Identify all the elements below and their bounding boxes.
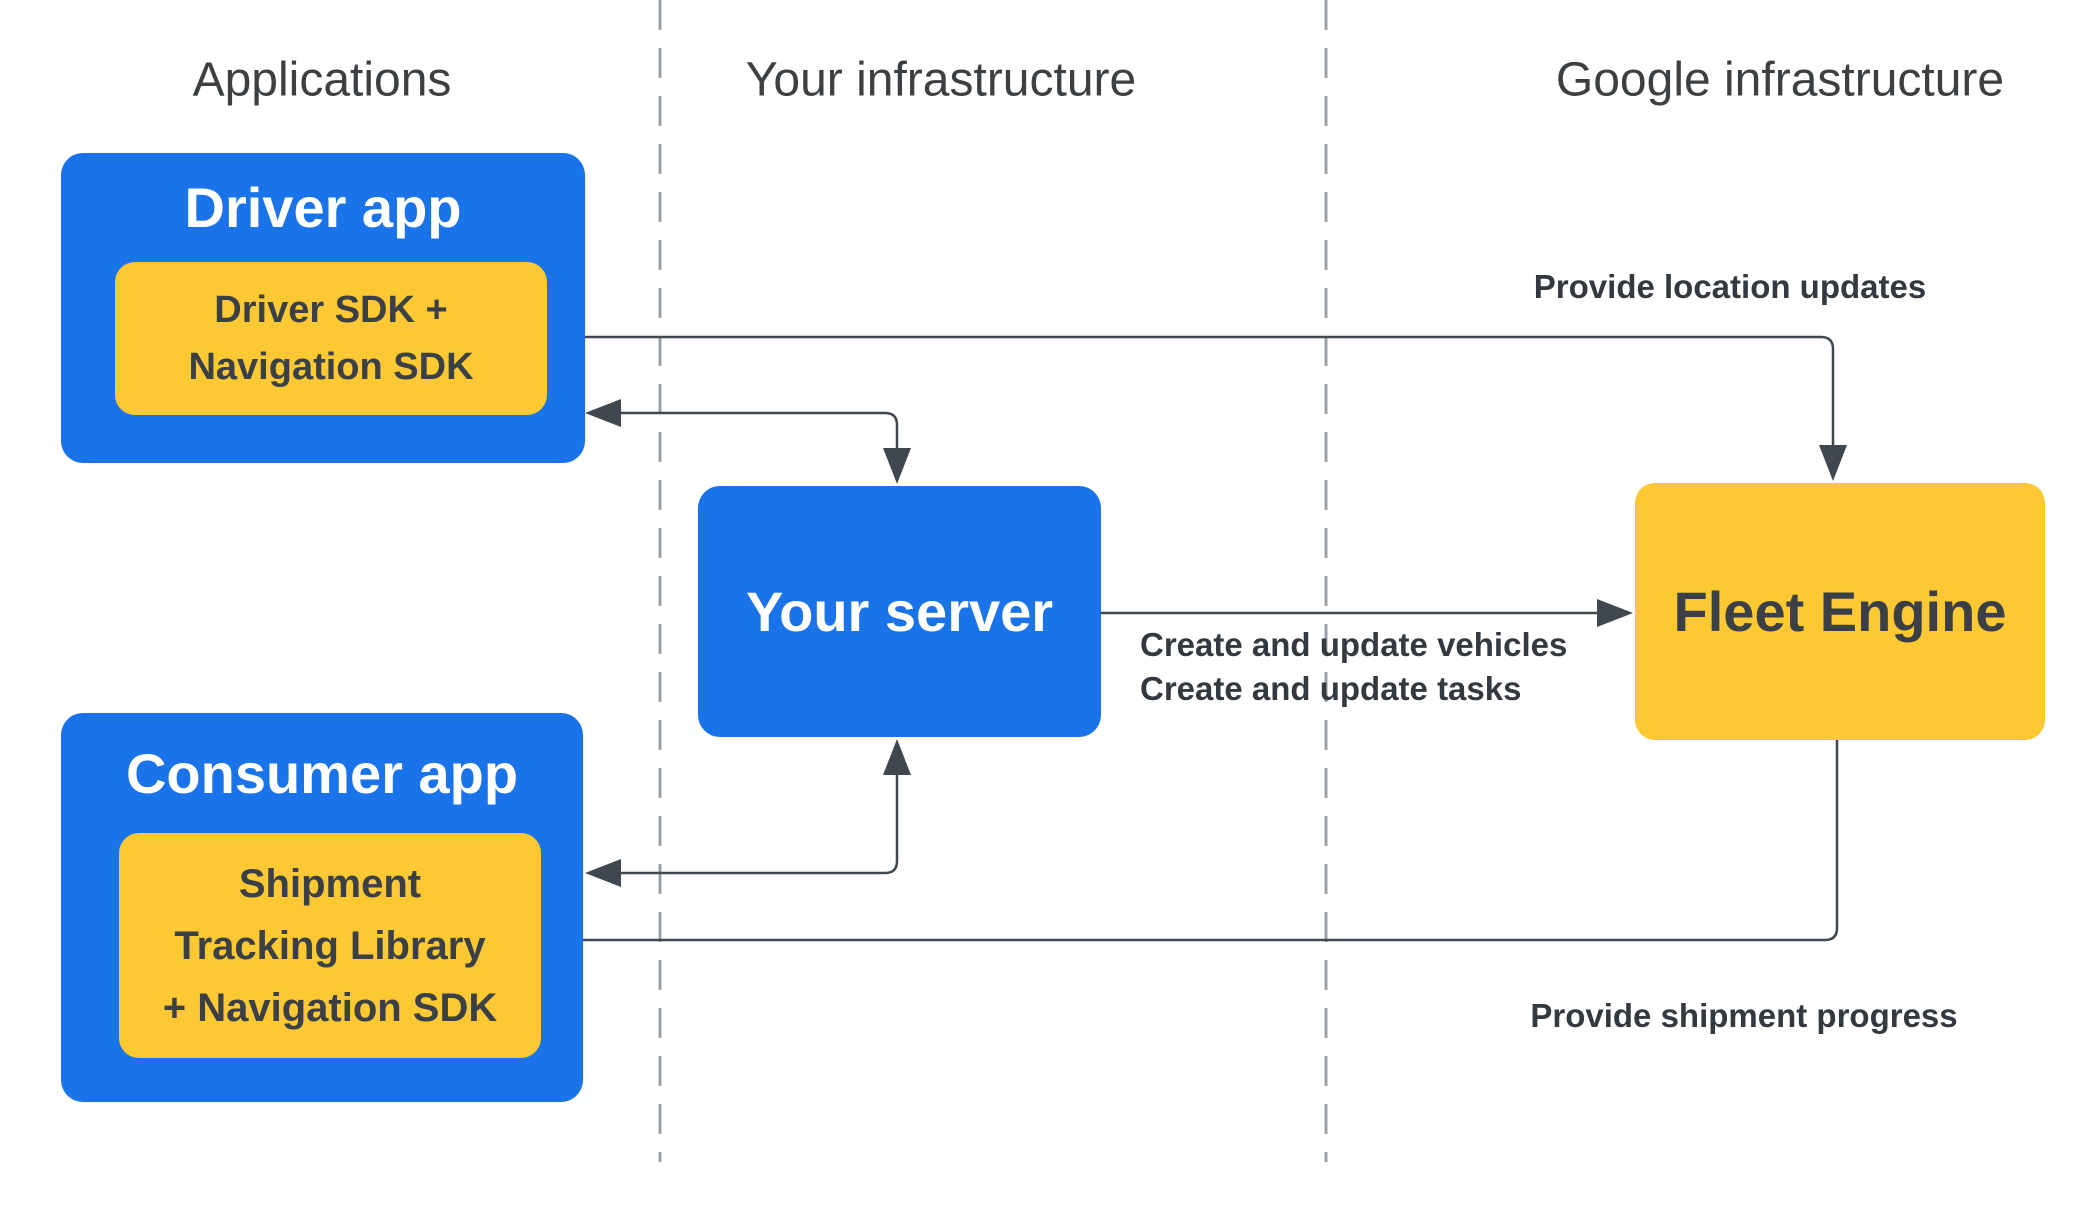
your-server-title: Your server (745, 580, 1054, 643)
fleet-engine-box: Fleet Engine (1635, 483, 2045, 740)
label-provide-location-updates: Provide location updates (1533, 268, 1927, 305)
arrowhead-into-your-server-bottom (883, 739, 911, 775)
fleet-engine-title: Fleet Engine (1673, 580, 2007, 643)
column-header-google-infrastructure: Google infrastructure (1555, 53, 2005, 107)
label-create-and-update: Create and update vehicles Create and up… (1140, 623, 1567, 711)
column-header-applications: Applications (192, 53, 452, 107)
label-create-update-vehicles: Create and update vehicles (1140, 626, 1568, 663)
arrowhead-into-consumer-app (585, 859, 621, 887)
arrow-location-updates-line (583, 335, 1835, 445)
your-server-box: Your server (698, 486, 1101, 737)
arrow-driver-server-line (621, 411, 899, 448)
shipment-library-label-line2: Tracking Library (174, 923, 486, 968)
arrowhead-into-your-server-top (883, 448, 911, 484)
driver-app-title: Driver app (184, 175, 462, 239)
consumer-app-box: Consumer app Shipment Tracking Library +… (61, 713, 583, 1102)
driver-sdk-box: Driver SDK + Navigation SDK (115, 262, 547, 415)
arrow-server-consumer-line (621, 775, 899, 875)
driver-app-box: Driver app Driver SDK + Navigation SDK (61, 153, 585, 463)
label-provide-shipment-progress: Provide shipment progress (1530, 997, 1958, 1034)
driver-sdk-label-line1: Driver SDK + (214, 288, 448, 331)
shipment-tracking-library-box: Shipment Tracking Library + Navigation S… (119, 833, 541, 1058)
label-create-update-tasks: Create and update tasks (1140, 670, 1522, 707)
arrowhead-into-driver-app (585, 399, 621, 427)
arrow-shipment-progress-line (579, 740, 1839, 942)
shipment-library-label-line1: Shipment (238, 861, 422, 906)
column-header-your-infrastructure: Your infrastructure (745, 53, 1137, 107)
shipment-library-label-line3: + Navigation SDK (162, 985, 498, 1030)
arrowhead-into-fleet-engine-top (1819, 445, 1847, 481)
consumer-app-title: Consumer app (125, 741, 519, 805)
arrowhead-into-fleet-engine-left (1597, 599, 1633, 627)
driver-sdk-label-line2: Navigation SDK (188, 345, 474, 388)
